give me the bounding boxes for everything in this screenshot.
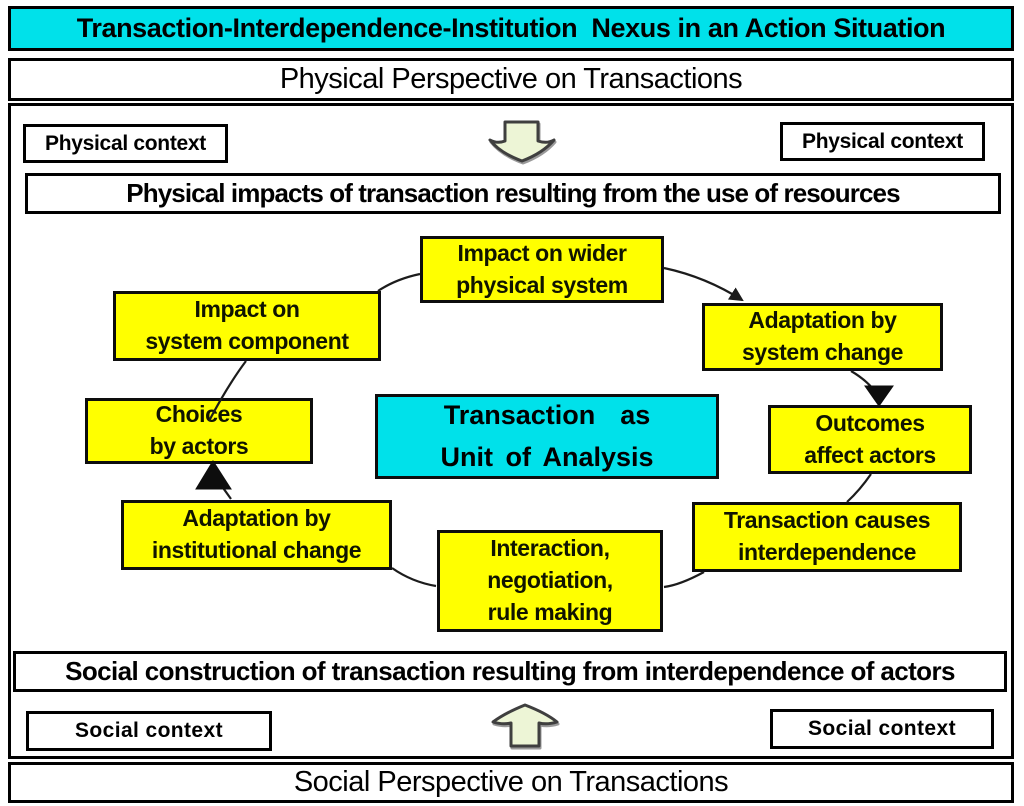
center-transaction-unit-of-analysis-box: Transaction as Unit of Analysis: [375, 394, 719, 479]
physical-context-right-box: Physical context: [780, 122, 985, 161]
box-interaction-negotiation-rule-making: Interaction, negotiation, rule making: [437, 530, 663, 632]
title-banner: Transaction-Interdependence-Institution …: [8, 6, 1014, 51]
box-impact-wider-physical-system: Impact on wider physical system: [420, 236, 664, 303]
physical-context-left-box: Physical context: [23, 124, 228, 163]
box-outcomes-affect-actors: Outcomes affect actors: [768, 405, 972, 474]
box-choices-by-actors: Choices by actors: [85, 398, 313, 464]
box-transaction-causes-interdependence: Transaction causes interdependence: [692, 502, 962, 572]
social-context-left-box: Social context: [26, 711, 272, 751]
box-adaptation-by-system-change: Adaptation by system change: [702, 303, 943, 371]
physical-perspective-bar: Physical Perspective on Transactions: [8, 58, 1014, 101]
social-construction-bar: Social construction of transaction resul…: [13, 651, 1007, 692]
box-impact-on-system-component: Impact on system component: [113, 291, 381, 361]
box-adaptation-by-institutional-change: Adaptation by institutional change: [121, 500, 392, 570]
physical-impacts-bar: Physical impacts of transaction resultin…: [25, 173, 1001, 214]
social-perspective-bar: Social Perspective on Transactions: [8, 762, 1014, 803]
social-context-right-box: Social context: [770, 709, 994, 749]
